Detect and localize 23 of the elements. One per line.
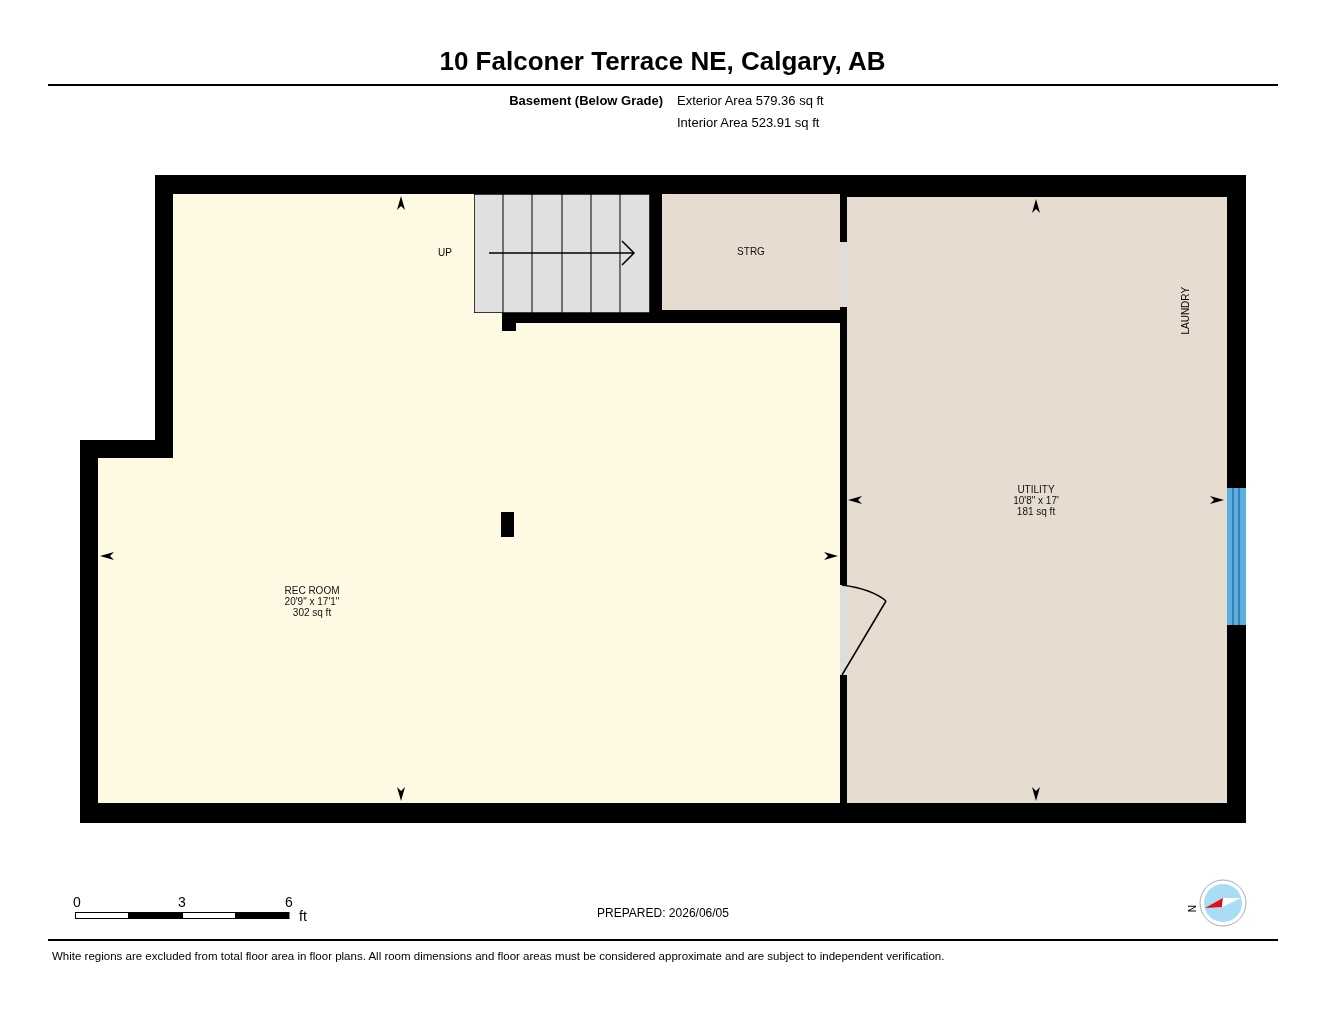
room-floor bbox=[662, 194, 840, 310]
north-label: N bbox=[1187, 905, 1199, 913]
scale-unit: ft bbox=[299, 908, 307, 925]
room-label: LAUNDRY bbox=[1180, 286, 1192, 335]
room-name: UTILITY bbox=[1017, 484, 1055, 495]
scale-number: 0 bbox=[73, 894, 81, 911]
area-text: Interior Area 523.91 sq ft bbox=[677, 116, 820, 131]
room-area: 181 sq ft bbox=[1016, 506, 1056, 517]
title: 10 Falconer Terrace NE, Calgary, AB bbox=[438, 46, 887, 77]
room-name: STRG bbox=[737, 246, 765, 257]
room-floor bbox=[847, 197, 1227, 803]
disclaimer-note: White regions are excluded from total floor area in floor plans. All room dimensions and floor areas must be considered approximate and are subject to independent verification. bbox=[52, 950, 945, 964]
scale-number: 3 bbox=[178, 894, 186, 911]
room-name: REC ROOM bbox=[284, 585, 340, 596]
prepared-date: PREPARED: 2026/06/05 bbox=[597, 907, 729, 921]
room-floor bbox=[98, 194, 840, 803]
area-text: Exterior Area 579.36 sq ft bbox=[677, 94, 824, 109]
room-area: 302 sq ft bbox=[292, 607, 332, 618]
scale-number: 6 bbox=[285, 894, 293, 911]
floor-name: Basement (Below Grade) bbox=[509, 94, 663, 109]
room-dimensions: 10'8" x 17' bbox=[1013, 495, 1059, 506]
stair-direction-label: UP bbox=[438, 247, 452, 259]
room-dimensions: 20'9" x 17'1" bbox=[284, 596, 340, 607]
